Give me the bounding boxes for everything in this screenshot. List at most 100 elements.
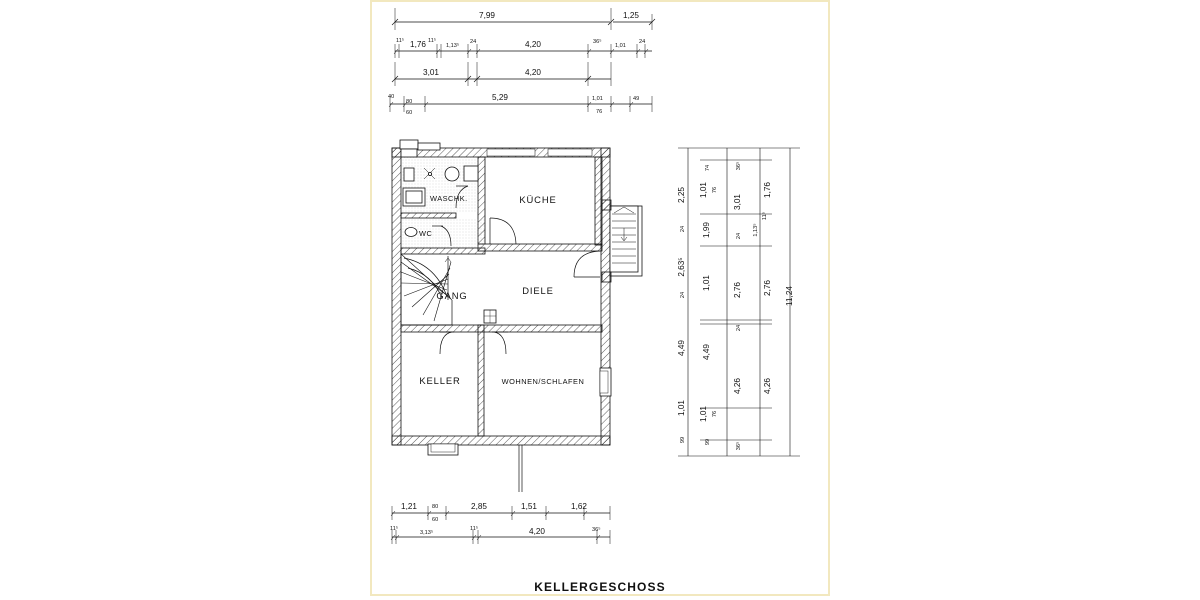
dim-right-c3-4: 24 [736,325,742,331]
top-dim-row-4: 40 80 60 5,29 1,01 76 49 [388,93,653,116]
dim-right-c3-2: 24 [736,233,742,239]
dim-top-r4-2: 60 [406,110,412,116]
dim-right-c4-4: 4,26 [763,378,772,394]
right-dim-col-3: 36⁵ 3,01 24 2,76 24 4,26 36⁵ [733,162,742,451]
fixture-toilet-icon [404,227,418,237]
dim-top-r2-2: 11⁵ [428,37,436,44]
door-swing-wohnen [493,331,507,355]
dim-right-c2-5: 4,49 [702,344,711,360]
bottom-dim-row-1: 1,21 80 60 2,85 1,51 1,62 [390,502,611,523]
dim-top-r2-6: 36⁵ [593,38,602,45]
dim-right-c1-6: 99 [680,437,686,443]
room-wohnen-schlafen: WOHNEN/SCHLAFEN [492,331,612,492]
fixture-basin-icon [403,167,415,182]
door-swing-kueche [489,217,517,245]
dim-top-r2-3: 1,13⁵ [446,42,459,49]
dim-bot-r2-4: 36⁵ [592,526,601,533]
dim-top-r1-1: 1,25 [623,11,639,20]
door-swing-waschk [455,185,469,209]
dim-bot-r2-3: 4,20 [529,527,545,536]
dim-top-r4-1: 80 [406,99,412,105]
winder-staircase [400,253,453,326]
dim-right-c2-6: 1,01 [699,406,708,422]
dim-top-r4-4: 1,01 [592,96,603,102]
fixture-sink-icon [463,165,479,182]
dim-bot-r1-1: 80 [432,504,438,510]
dim-right-c1-2: 2,63⁵ [677,257,686,276]
room-label-wc: WC [419,229,432,238]
dim-bot-r1-0: 1,21 [401,502,417,511]
window-kueche-north [486,148,536,157]
dim-top-r4-5: 76 [596,109,602,115]
dim-top-r4-6: 49 [633,96,639,102]
dim-right-c4-3: 2,76 [763,280,772,296]
dim-right-c1-3: 24 [680,292,686,298]
right-dim-col-1: 2,25 24 2,63⁵ 24 4,49 1,01 99 [677,187,686,444]
dim-right-c2-0: 74 [705,165,711,171]
dim-right-c1-4: 4,49 [677,340,686,356]
floor-plan-body: WASCHK. WC KÜCHE [391,139,643,492]
dim-bot-r1-2: 60 [432,517,438,523]
dim-right-c3-0: 36⁵ [735,162,742,171]
dim-right-c4-0: 1,76 [763,182,772,198]
dim-right-c1-1: 24 [680,226,686,232]
top-dimension-chains: 7,99 1,25 11⁵ 1,76 11⁵ 1,13⁵ 2 [388,8,656,116]
room-label-diele: DIELE [522,285,554,296]
dim-right-c4-1: 1,13⁵ [752,223,759,236]
room-kueche: KÜCHE [486,148,593,245]
bottom-dimension-chains: 1,21 80 60 2,85 1,51 1,62 11⁵ 3,13⁵ 11⁵ … [390,502,611,544]
dim-right-c2-2: 76 [712,187,718,193]
door-swing-keller [439,331,453,355]
dim-bot-r1-3: 2,85 [471,502,487,511]
dim-right-c3-6: 36⁵ [735,442,742,451]
interior-walls [400,156,603,437]
room-label-gang: GANG [436,290,467,301]
dim-right-c2-8: 99 [705,439,711,445]
exterior-entry-stair [601,199,643,283]
dim-top-r3-0: 3,01 [423,68,439,77]
dim-top-r4-3: 5,29 [492,93,508,102]
top-dim-row-1: 7,99 1,25 [391,8,656,30]
dim-top-r4-0: 40 [388,94,394,100]
room-label-keller: KELLER [419,375,460,386]
dim-bot-r1-4: 1,51 [521,502,537,511]
dim-right-c1-5: 1,01 [677,400,686,416]
dim-top-r2-5: 4,20 [525,40,541,49]
dim-bot-r2-1: 3,13⁵ [420,529,433,536]
dim-right-c1-0: 2,25 [677,187,686,203]
dim-right-c3-1: 3,01 [733,194,742,210]
right-dim-col-4: 1,76 1,13⁵ 11⁵ 2,76 4,26 [752,182,772,394]
right-dimension-chains: 2,25 24 2,63⁵ 24 4,49 1,01 99 74 1,01 76… [677,147,800,457]
door-swing-diele-east [573,250,601,278]
room-label-kueche: KÜCHE [519,194,556,205]
dim-right-c3-5: 4,26 [733,378,742,394]
room-gang: GANG [436,290,467,301]
bottom-dim-row-2: 11⁵ 3,13⁵ 11⁵ 4,20 36⁵ [390,525,611,544]
top-dim-row-2: 11⁵ 1,76 11⁵ 1,13⁵ 24 4,20 36⁵ 1,01 24 [393,37,652,58]
dim-right-c2-3: 1,99 [702,222,711,238]
dim-right-c2-4: 1,01 [702,275,711,291]
door-swing-wc [440,225,452,247]
drawing-sheet [370,0,830,596]
room-diele: DIELE [483,250,601,324]
dim-right-total: 11,24 [785,286,794,306]
dim-right-c2-1: 1,01 [699,182,708,198]
dim-top-r2-4: 24 [470,39,476,45]
dim-right-c4-2: 11⁵ [761,212,768,220]
dim-bot-r1-5: 1,62 [571,502,587,511]
plan-title: KELLERGESCHOSS [534,580,665,594]
wc-fixtures: WC [401,218,485,248]
right-dim-col-2: 74 1,01 76 1,99 1,01 4,49 1,01 76 99 [699,165,718,445]
dim-right-c2-7: 76 [712,411,718,417]
dim-top-r2-0: 11⁵ [396,37,404,44]
dim-top-r1-0: 7,99 [479,11,495,20]
dim-bot-r2-2: 11⁵ [470,525,478,532]
top-dim-row-3: 3,01 4,20 [391,62,612,86]
room-keller: KELLER [419,331,460,456]
dim-top-r2-7: 1,01 [615,43,626,49]
room-label-waschk: WASCHK. [430,194,468,203]
room-label-wohnen: WOHNEN/SCHLAFEN [502,377,585,386]
dim-top-r2-1: 1,76 [410,40,426,49]
